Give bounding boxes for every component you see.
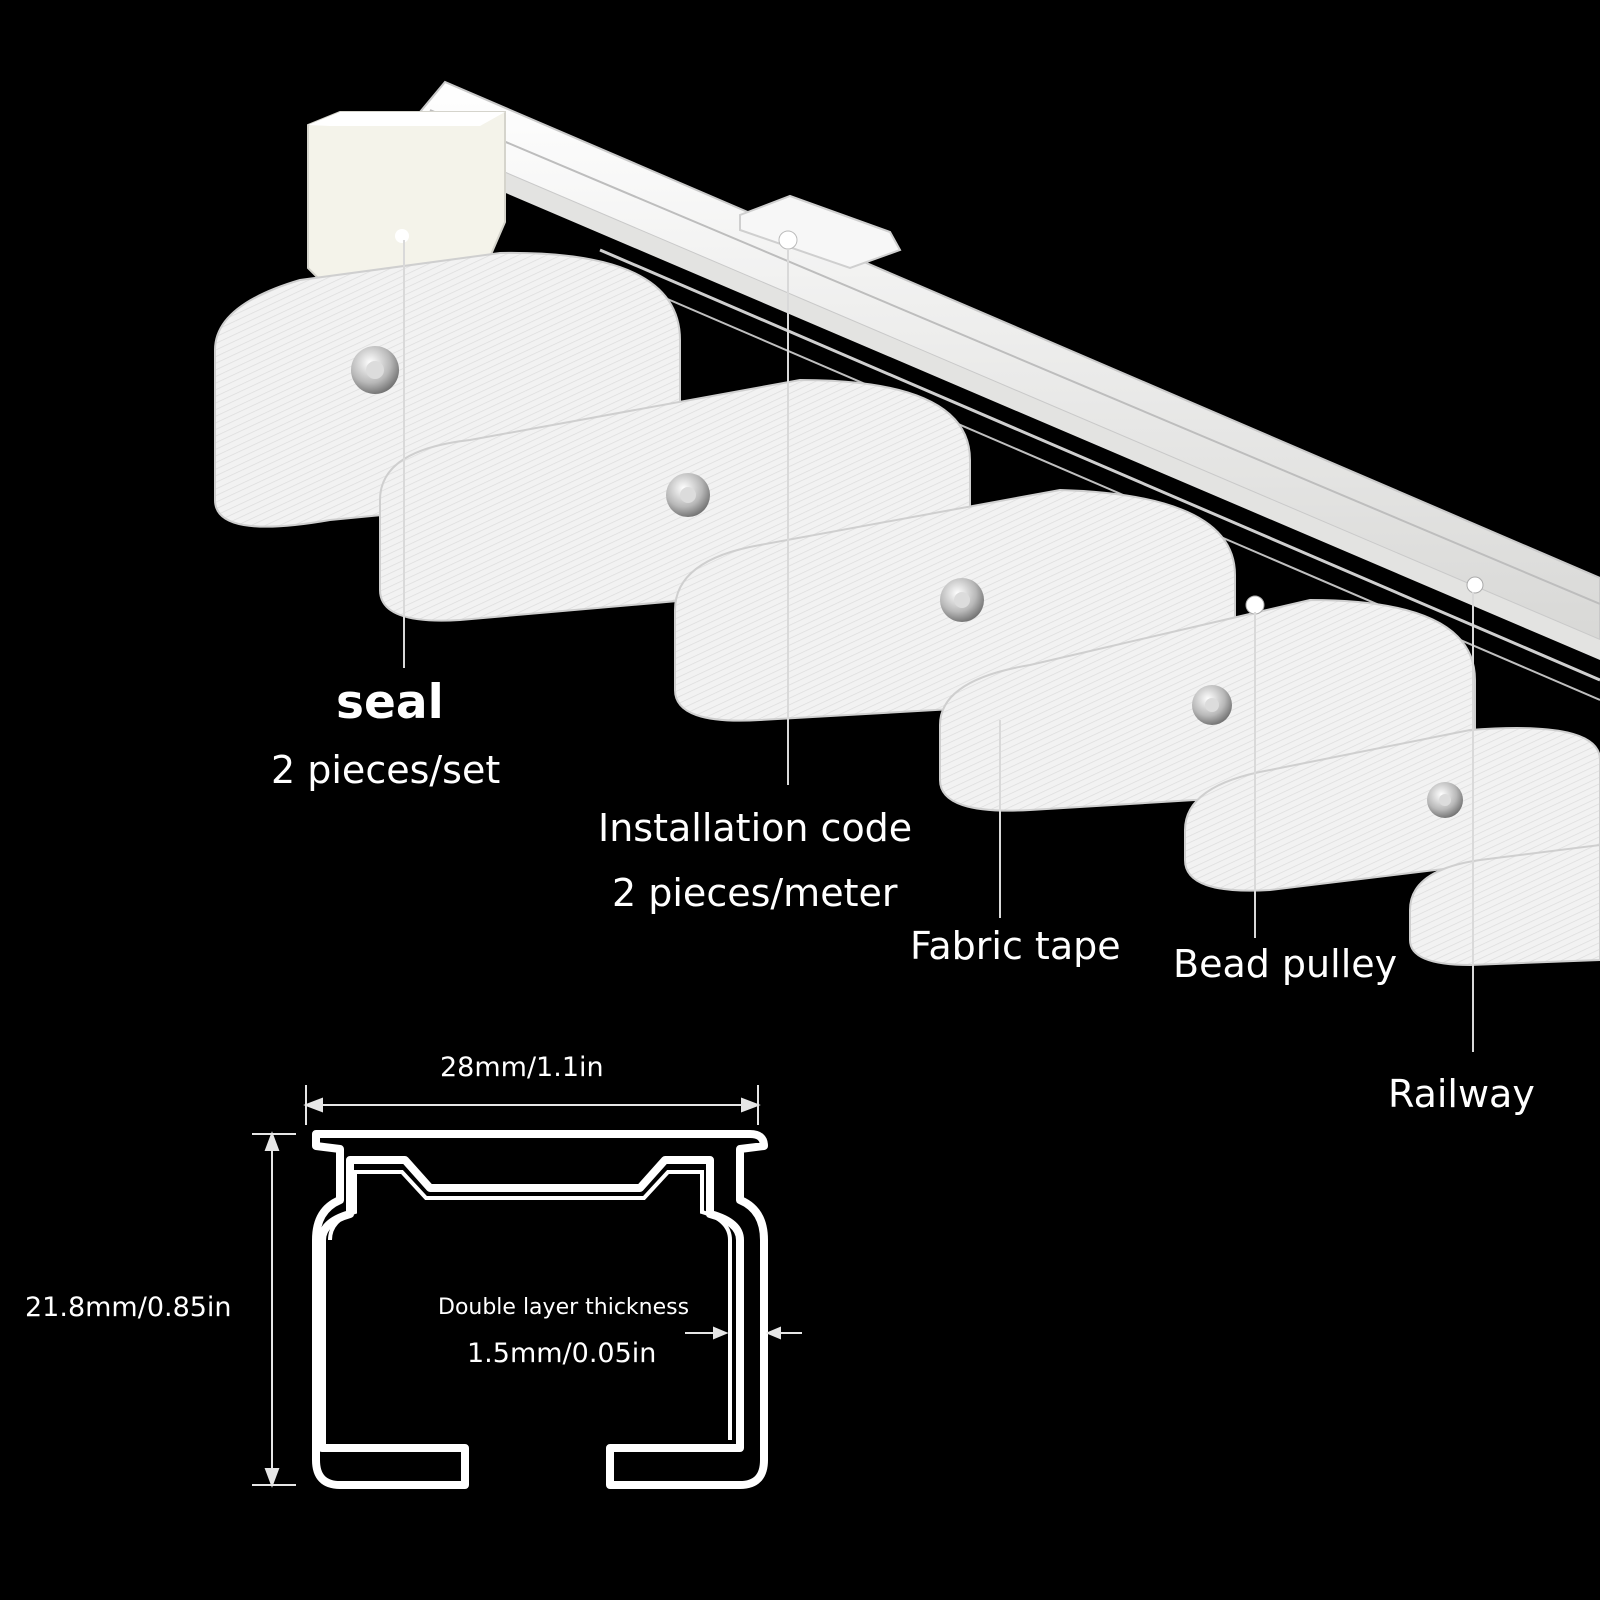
label-installation-quantity: 2 pieces/meter [612,871,898,915]
label-thickness-title: Double layer thickness [438,1295,690,1320]
label-thickness-value: 1.5mm/0.05in [467,1338,657,1369]
label-seal: seal [336,675,444,730]
label-fabric-tape: Fabric tape [910,924,1121,968]
label-railway: Railway [1388,1072,1535,1116]
profile-inner [328,1170,732,1440]
rail-cross-section [312,1130,768,1489]
leader-lines [403,240,1474,1052]
label-width-dimension: 28mm/1.1in [440,1052,604,1083]
label-height-dimension: 21.8mm/0.85in [25,1292,232,1323]
fabric-tape-loop-5 [1184,727,1600,892]
fabric-tape-loops [214,251,1600,967]
dimension-lines [252,1085,802,1488]
label-installation-code: Installation code [598,806,913,850]
bead-pulleys [1245,576,1484,615]
label-seal-quantity: 2 pieces/set [271,748,501,792]
label-bead-pulley: Bead pulley [1173,942,1398,986]
fabric-tape-loop-6 [1409,843,1600,967]
seal-cap [307,111,506,281]
snap-buttons [351,346,1463,818]
installation-clip [739,194,902,270]
